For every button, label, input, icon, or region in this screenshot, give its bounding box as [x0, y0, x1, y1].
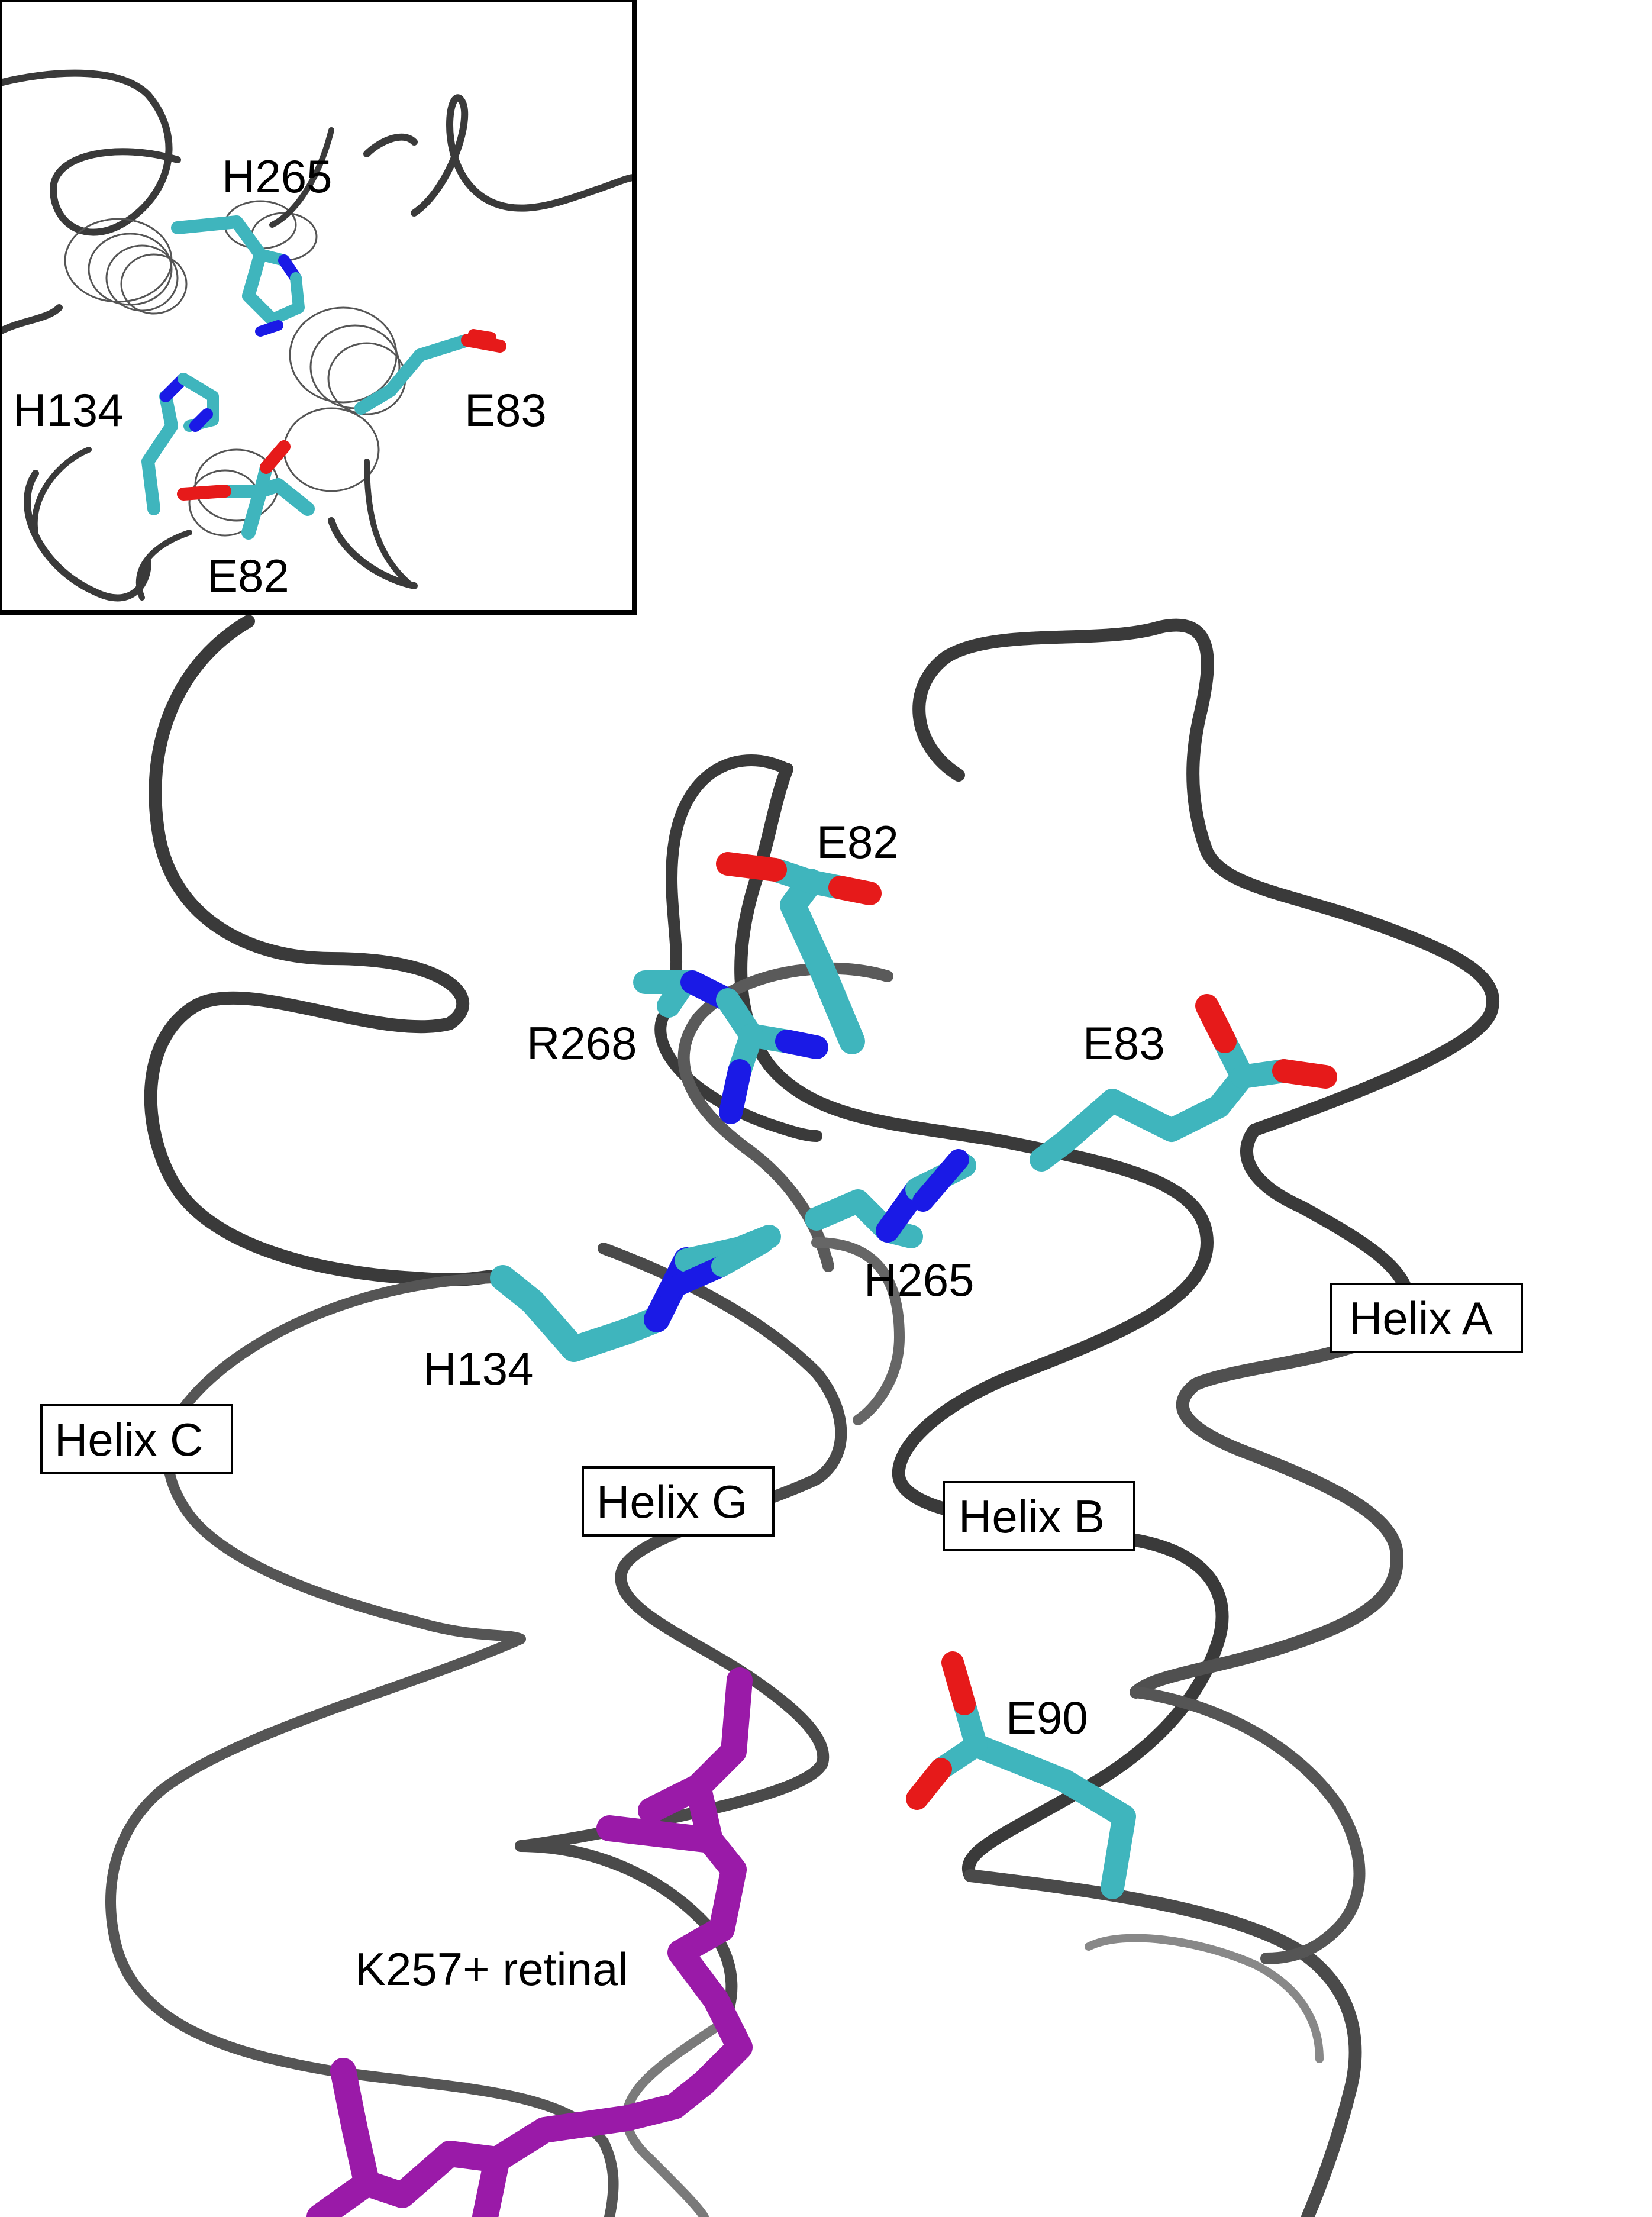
- inset-label-e83: E83: [464, 384, 547, 436]
- ab-loop-ribbon: [677, 962, 905, 1425]
- h265-residue: [805, 1149, 976, 1248]
- label-e83: E83: [1083, 1017, 1165, 1069]
- k257-retinal: [306, 1667, 753, 2217]
- helix-c-label: Helix C: [54, 1414, 203, 1466]
- label-k257-retinal: K257+ retinal: [355, 1943, 628, 1995]
- inset-e83: [354, 329, 506, 415]
- label-e82: E82: [817, 816, 899, 868]
- e83-residue: [1030, 994, 1337, 1172]
- label-h134: H134: [423, 1343, 533, 1395]
- inset-h265: [171, 215, 305, 337]
- helix-a-ribbon: [912, 618, 1499, 1964]
- inset-h134: [141, 373, 219, 515]
- label-e90: E90: [1006, 1692, 1088, 1744]
- inset-label-e82: E82: [207, 550, 289, 602]
- h134-residue: [490, 1225, 781, 1362]
- inset-e82: [177, 440, 315, 540]
- main-panel: E82 R268 E83 H265 H134 E90 K257+ retinal…: [40, 615, 1523, 2217]
- r268-residue: [633, 970, 828, 1124]
- e82-residue: [716, 852, 882, 1054]
- helix-a-label: Helix A: [1349, 1292, 1493, 1344]
- inset-label-h134: H134: [13, 384, 123, 436]
- label-h265: H265: [864, 1254, 974, 1306]
- helix-b-box: Helix B: [943, 1481, 1135, 1551]
- helix-c-box: Helix C: [40, 1404, 233, 1474]
- e90-residue: [906, 1651, 1136, 1899]
- label-r268: R268: [527, 1017, 637, 1069]
- helix-g-box: Helix G: [582, 1466, 775, 1537]
- helix-b-label: Helix B: [959, 1490, 1105, 1542]
- inset-label-h265: H265: [222, 150, 332, 202]
- inset-panel: H265 H134 E83 E82: [0, 0, 637, 615]
- helix-a-box: Helix A: [1330, 1283, 1523, 1353]
- helix-g-label: Helix G: [596, 1476, 748, 1528]
